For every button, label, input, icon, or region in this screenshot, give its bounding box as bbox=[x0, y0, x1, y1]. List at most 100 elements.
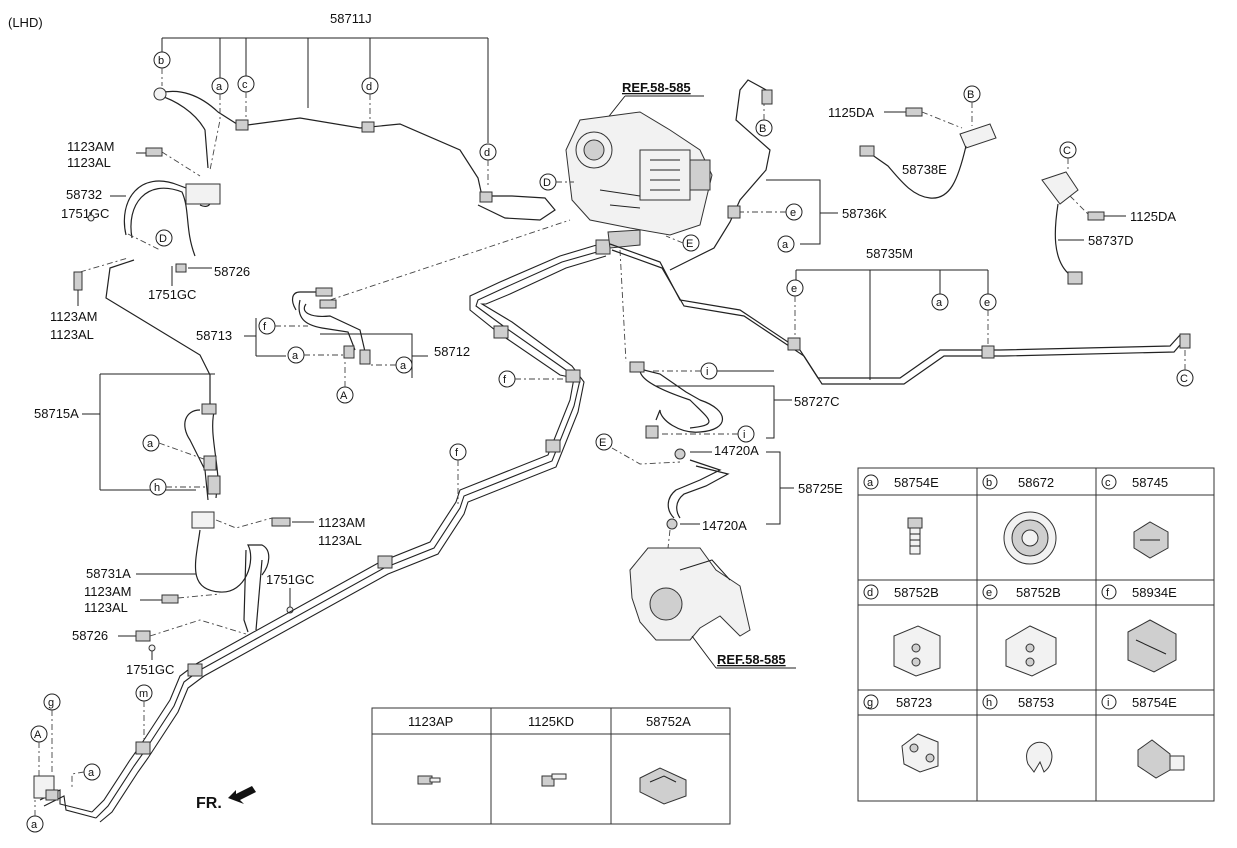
fr-arrow-icon bbox=[228, 786, 256, 804]
label-1751GC-3: 1751GC bbox=[266, 572, 314, 587]
legend-letter-h: h bbox=[986, 697, 992, 709]
fitting-58754E-icon bbox=[907, 517, 923, 555]
clip-m bbox=[135, 741, 151, 755]
rear-hose-bracket bbox=[191, 511, 215, 529]
callout-C-hose: C bbox=[1063, 145, 1071, 157]
callout-g: g bbox=[48, 697, 54, 709]
bolt-1125DA-2 bbox=[1087, 211, 1105, 221]
legend-part-e: 58752B bbox=[1016, 585, 1061, 600]
callout-e-58735-1: e bbox=[791, 283, 797, 295]
callout-e-58736: e bbox=[790, 207, 796, 219]
legend-letter-d: d bbox=[867, 587, 873, 599]
bleeder-58726-2 bbox=[135, 630, 151, 642]
assembly-58737D: C 1125DA 58737D bbox=[1041, 141, 1176, 285]
label-58737D: 58737D bbox=[1088, 233, 1134, 248]
upper-brake-lines bbox=[153, 87, 556, 221]
fr-label: FR. bbox=[196, 795, 222, 812]
label-1125DA-2: 1125DA bbox=[1130, 209, 1176, 224]
label-58736K: 58736K bbox=[842, 206, 887, 221]
bolt-1123AM-1 bbox=[145, 147, 163, 157]
callout-i-2: i bbox=[743, 429, 745, 441]
small-table-header-1: 1123AP bbox=[408, 714, 453, 729]
legend-part-b: 58672 bbox=[1018, 475, 1054, 490]
legend-letter-e: e bbox=[986, 587, 992, 599]
callout-a-58712: a bbox=[400, 360, 407, 372]
legend-part-a: 58754E bbox=[894, 475, 939, 490]
label-58731A: 58731A bbox=[86, 566, 131, 581]
callout-B-hose: B bbox=[967, 89, 974, 101]
label-58712: 58712 bbox=[434, 344, 470, 359]
bolt-1125DA-1 bbox=[905, 107, 923, 117]
legend-part-h: 58753 bbox=[1018, 695, 1054, 710]
assembly-58713-58712: 58713 f a 58712 a A bbox=[196, 219, 571, 404]
label-1751GC-1: 1751GC bbox=[61, 206, 109, 221]
bolt-1123AP-icon bbox=[417, 775, 441, 785]
legend-letter-c: c bbox=[1105, 477, 1111, 489]
callout-A-fitting: A bbox=[34, 729, 42, 741]
label-58732: 58732 bbox=[66, 187, 102, 202]
clip-c-part bbox=[235, 119, 249, 131]
assembly-58732: 1123AM 1123AL 58732 1751GC D 58726 1751G… bbox=[50, 139, 250, 342]
label-1751GC-2: 1751GC bbox=[148, 287, 196, 302]
callout-c: c bbox=[242, 79, 248, 91]
callout-a-fitting-2: a bbox=[31, 819, 38, 831]
main-brake-lines: f f m bbox=[91, 239, 611, 823]
bolt-1123AM-4 bbox=[161, 594, 179, 604]
legend-letter-b: b bbox=[986, 477, 992, 489]
label-58735M: 58735M bbox=[866, 246, 913, 261]
label-1123AL-4: 1123AL bbox=[84, 600, 128, 615]
clip-f-5 bbox=[493, 325, 509, 339]
assembly-58738E: 1125DA B 58738E bbox=[828, 85, 997, 199]
callout-B-line: B bbox=[759, 123, 766, 135]
clip-58745-icon bbox=[1133, 521, 1169, 559]
callout-m: m bbox=[139, 688, 148, 700]
leader-58711J: 58711J bbox=[161, 11, 489, 143]
label-1123AM-2: 1123AM bbox=[50, 309, 97, 324]
label-58713: 58713 bbox=[196, 328, 232, 343]
assembly-58715A: 58715A a h bbox=[34, 259, 221, 501]
callout-A-58712: A bbox=[340, 390, 348, 402]
label-58715A: 58715A bbox=[34, 406, 79, 421]
callout-D-abs: D bbox=[543, 177, 551, 189]
clip-d-part bbox=[361, 121, 375, 133]
label-1123AM-4: 1123AM bbox=[84, 584, 131, 599]
label-1123AM-1: 1123AM bbox=[67, 139, 114, 154]
callout-E-hose: E bbox=[599, 437, 606, 449]
clip-main bbox=[595, 239, 611, 255]
abs-module-assembly: REF.58-585 D E bbox=[539, 80, 713, 363]
bolt-1123AM-3 bbox=[271, 517, 291, 527]
clip-f-4 bbox=[565, 369, 581, 383]
junction-58723-icon bbox=[901, 733, 939, 773]
legend-letter-i: i bbox=[1107, 697, 1109, 709]
clip-f-3 bbox=[545, 439, 561, 453]
callout-a-58713: a bbox=[292, 350, 299, 362]
callout-a: a bbox=[216, 81, 223, 93]
callout-a-fitting: a bbox=[88, 767, 95, 779]
clip-58934E-icon bbox=[1127, 619, 1177, 673]
callout-a-58736: a bbox=[782, 239, 789, 251]
clip-d2-part bbox=[479, 191, 493, 203]
brake-booster bbox=[629, 547, 751, 641]
label-58726-1: 58726 bbox=[214, 264, 250, 279]
assembly-58725E: E 14720A 14720A 58725E REF.58-585 bbox=[595, 433, 843, 669]
callout-f-main-2: f bbox=[455, 447, 459, 459]
callout-a-58715: a bbox=[147, 438, 154, 450]
brake-hose-bracket bbox=[185, 183, 221, 205]
legend-part-d: 58752B bbox=[894, 585, 939, 600]
callouts-top: b a c d d bbox=[153, 51, 497, 188]
legend-letter-g: g bbox=[867, 697, 873, 709]
callout-f-main: f bbox=[503, 374, 507, 386]
clip-58752A-icon bbox=[639, 767, 687, 805]
callout-i-1: i bbox=[706, 366, 708, 378]
ref-top: REF.58-585 bbox=[622, 80, 691, 95]
label-58711J: 58711J bbox=[330, 11, 372, 26]
callout-a-58735: a bbox=[936, 297, 943, 309]
clip-f-1 bbox=[187, 663, 203, 677]
bolt-1123AM-2 bbox=[73, 271, 83, 291]
small-table-header-2: 1125KD bbox=[528, 714, 574, 729]
clip-58752B-e-icon bbox=[1005, 625, 1057, 677]
legend-table: a 58754E b 58672 c 58745 d 58752B e 5875… bbox=[857, 467, 1215, 802]
small-table-header-3: 58752A bbox=[646, 714, 691, 729]
label-1123AM-3: 1123AM bbox=[318, 515, 365, 530]
lhd-note: (LHD) bbox=[8, 15, 43, 30]
